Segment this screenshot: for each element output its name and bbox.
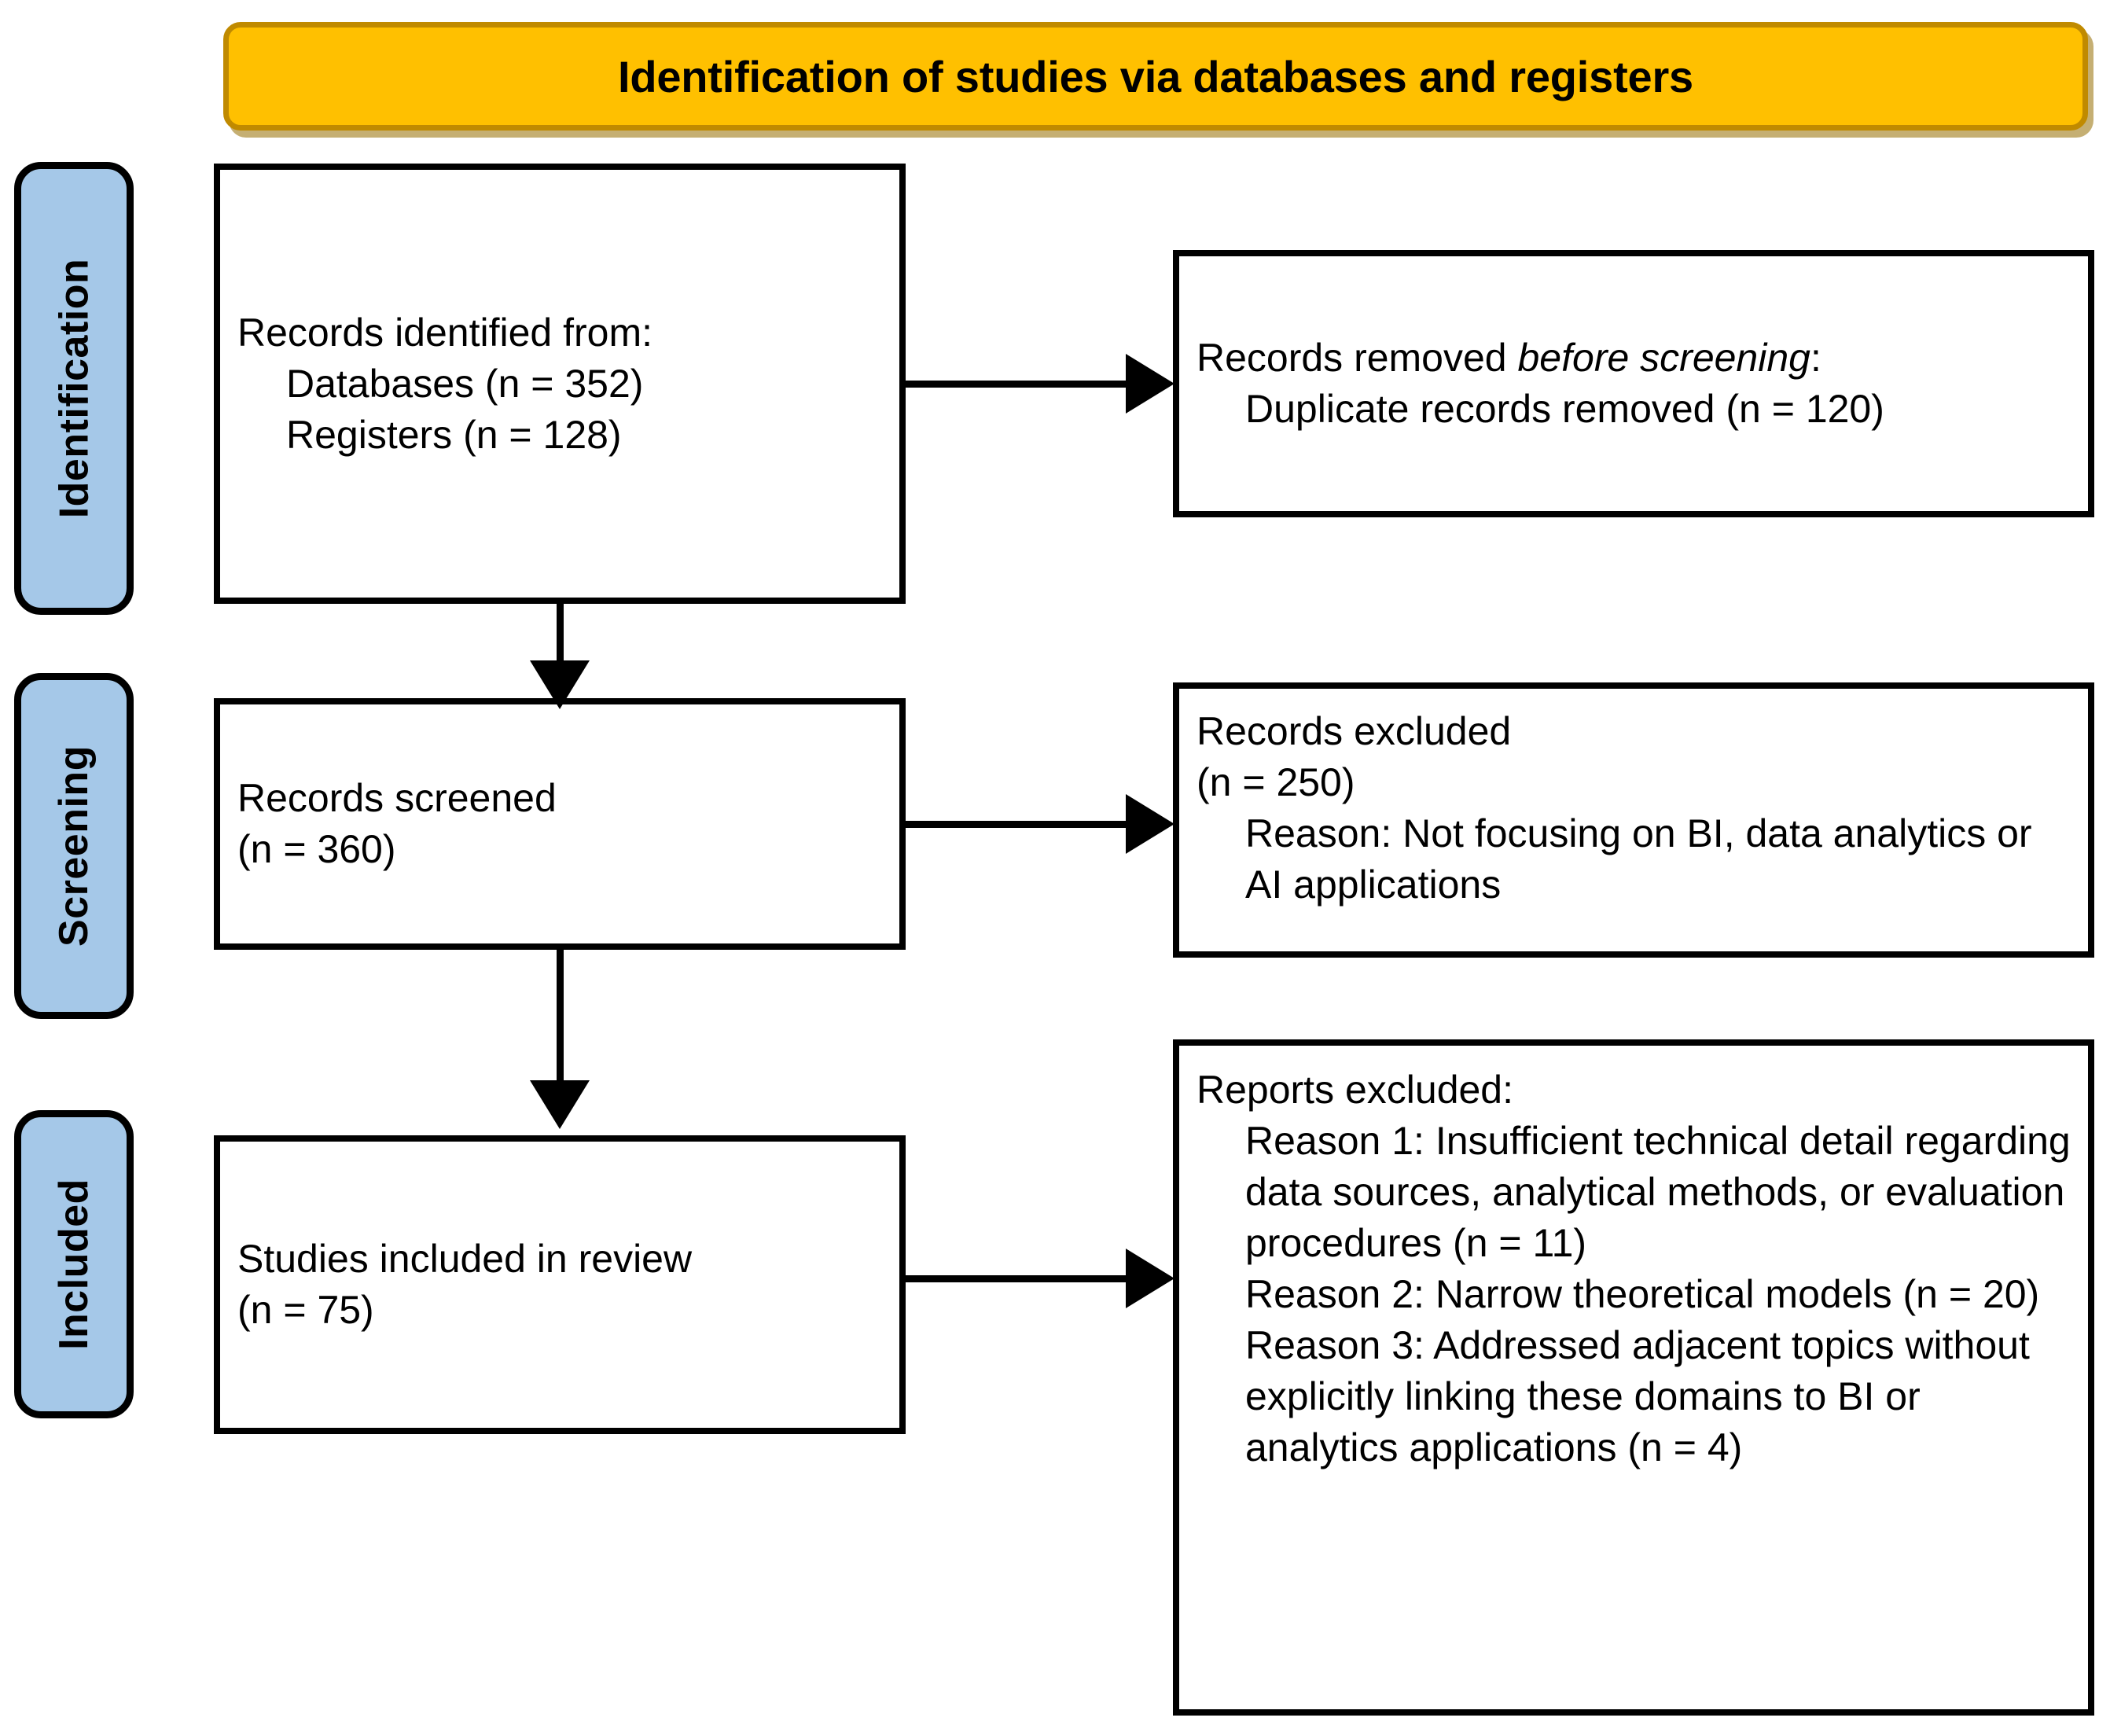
arrow-included-to-reports-excluded-head-icon — [1126, 1249, 1174, 1308]
box-reports-excluded-text: Reports excluded: Reason 1: Insufficient… — [1197, 1065, 2071, 1473]
banner-title: Identification of studies via databases … — [617, 51, 1694, 101]
box-records-identified-text: Records identified from: Databases (n = … — [237, 307, 652, 461]
box-studies-included: Studies included in review (n = 75) — [214, 1135, 906, 1434]
records-identified-heading: Records identified from: — [237, 310, 653, 355]
box-records-excluded: Records excluded (n = 250) Reason: Not f… — [1173, 682, 2094, 958]
studies-included-count: (n = 75) — [237, 1288, 374, 1332]
records-excluded-count: (n = 250) — [1197, 760, 1355, 804]
box-records-screened: Records screened (n = 360) — [214, 698, 906, 950]
box-reports-excluded: Reports excluded: Reason 1: Insufficient… — [1173, 1039, 2094, 1716]
box-studies-included-text: Studies included in review (n = 75) — [237, 1234, 692, 1336]
stage-label-screening: Screening — [51, 745, 97, 947]
records-removed-heading-prefix: Records removed — [1197, 336, 1518, 380]
box-records-identified: Records identified from: Databases (n = … — [214, 164, 906, 604]
records-removed-heading-suffix: : — [1810, 336, 1821, 380]
reports-excluded-reason-2: Reason 2: Narrow theoretical models (n =… — [1245, 1272, 2040, 1316]
records-screened-count: (n = 360) — [237, 827, 396, 871]
arrow-identified-to-screened-line — [557, 604, 564, 665]
records-identified-line-databases: Databases (n = 352) — [286, 361, 644, 406]
arrow-screened-to-included-line — [557, 950, 564, 1085]
box-records-removed-text: Records removed before screening: Duplic… — [1197, 333, 1884, 435]
records-identified-line-registers: Registers (n = 128) — [286, 412, 622, 457]
records-excluded-reason: Reason: Not focusing on BI, data analyti… — [1245, 811, 2032, 907]
arrow-identified-to-screened-head-icon — [530, 660, 590, 709]
records-removed-heading-italic: before screening — [1517, 336, 1810, 380]
reports-excluded-heading: Reports excluded: — [1197, 1068, 1514, 1112]
arrow-screened-to-included-head-icon — [530, 1080, 590, 1129]
box-records-excluded-text: Records excluded (n = 250) Reason: Not f… — [1197, 706, 2071, 910]
records-removed-line-duplicates: Duplicate records removed (n = 120) — [1245, 387, 1884, 431]
stage-tab-screening: Screening — [14, 673, 134, 1019]
arrow-identified-to-removed-head-icon — [1126, 354, 1174, 414]
studies-included-heading: Studies included in review — [237, 1237, 693, 1281]
box-records-screened-text: Records screened (n = 360) — [237, 773, 557, 875]
records-screened-heading: Records screened — [237, 776, 557, 820]
stage-tab-identification: Identification — [14, 162, 134, 615]
arrow-identified-to-removed-line — [906, 381, 1134, 388]
stage-label-identification: Identification — [51, 258, 97, 519]
reports-excluded-reason-3: Reason 3: Addressed adjacent topics with… — [1245, 1323, 2030, 1469]
stage-tab-included: Included — [14, 1110, 134, 1418]
stage-label-included: Included — [51, 1179, 97, 1350]
box-records-removed: Records removed before screening: Duplic… — [1173, 250, 2094, 517]
banner-identification-header: Identification of studies via databases … — [223, 22, 2088, 131]
records-excluded-heading: Records excluded — [1197, 709, 1512, 753]
reports-excluded-reason-1: Reason 1: Insufficient technical detail … — [1245, 1119, 2071, 1265]
arrow-screened-to-excluded-head-icon — [1126, 794, 1174, 854]
arrow-included-to-reports-excluded-line — [906, 1275, 1134, 1282]
arrow-screened-to-excluded-line — [906, 821, 1134, 828]
